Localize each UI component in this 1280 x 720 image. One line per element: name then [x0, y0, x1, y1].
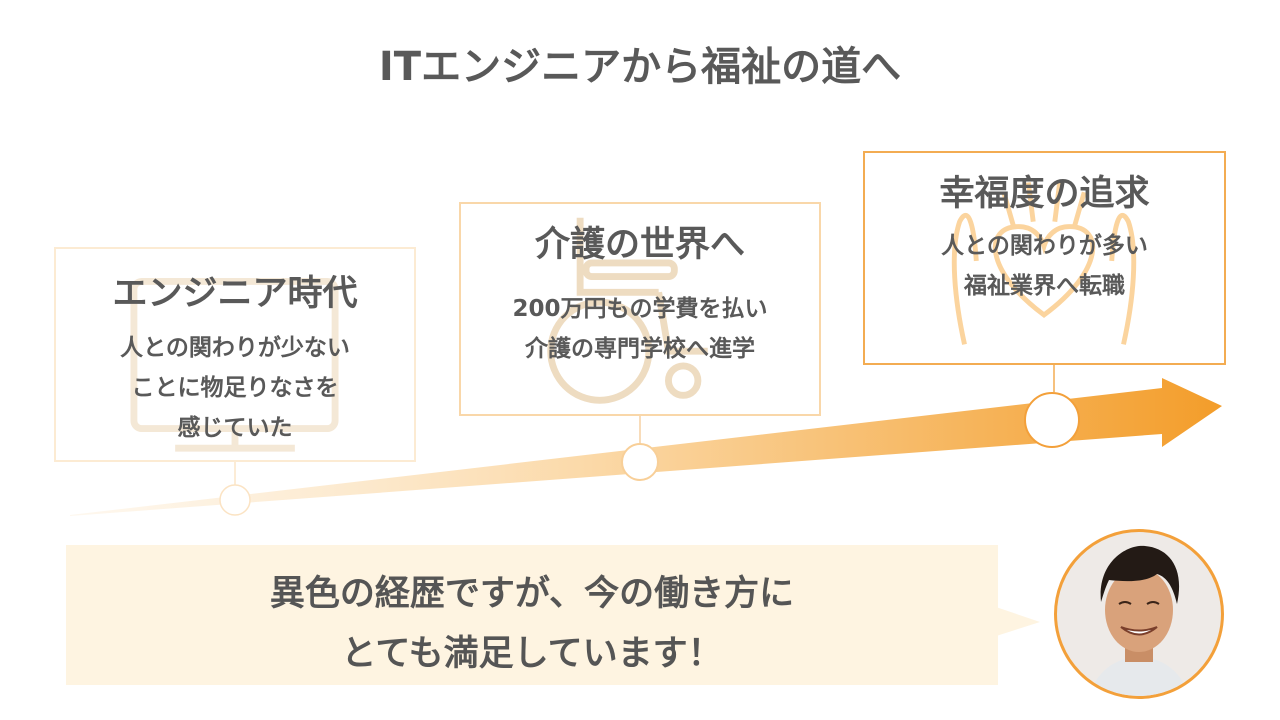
stage-line: 介護の専門学校へ進学	[525, 336, 755, 362]
stage-card-engineer: エンジニア時代 人との関わりが少ない ことに物足りなさを 感じていた	[54, 247, 416, 462]
avatar	[1054, 529, 1224, 699]
wheelchair-icon	[547, 217, 708, 404]
milestone-dot-1	[219, 484, 251, 516]
stage-title: エンジニア時代	[112, 274, 358, 314]
stage-title: 幸福度の追求	[939, 174, 1150, 214]
heart-hands-icon	[951, 182, 1137, 345]
arrow-shaft	[70, 378, 1222, 516]
stage-line: 200万円もの学費を払い	[512, 296, 768, 322]
slide-title: ITエンジニアから福祉の道へ	[378, 44, 902, 90]
stage-title: 介護の世界へ	[534, 225, 745, 265]
quote-line: とても満足しています！	[341, 634, 723, 674]
person-photo	[1088, 545, 1190, 696]
speech-bubble: 異色の経歴ですが、今の働き方に とても満足しています！	[66, 545, 998, 685]
stage-card-care: 介護の世界へ 200万円もの学費を払い 介護の専門学校へ進学	[459, 202, 821, 416]
stage-line: ことに物足りなさを	[131, 375, 339, 401]
quote-line: 異色の経歴ですが、今の働き方に	[269, 574, 795, 614]
milestone-dot-2	[621, 443, 659, 481]
stage-card-happiness: 幸福度の追求 人との関わりが多い 福祉業界へ転職	[863, 151, 1226, 365]
stage-line: 福祉業界へ転職	[964, 273, 1125, 299]
stage-line: 人との関わりが少ない	[120, 335, 350, 361]
speech-bubble-tail	[990, 605, 1040, 638]
milestone-dot-3	[1024, 392, 1080, 448]
stage-line: 人との関わりが多い	[941, 233, 1148, 259]
monitor-icon	[130, 277, 339, 452]
stage-line: 感じていた	[177, 415, 293, 441]
